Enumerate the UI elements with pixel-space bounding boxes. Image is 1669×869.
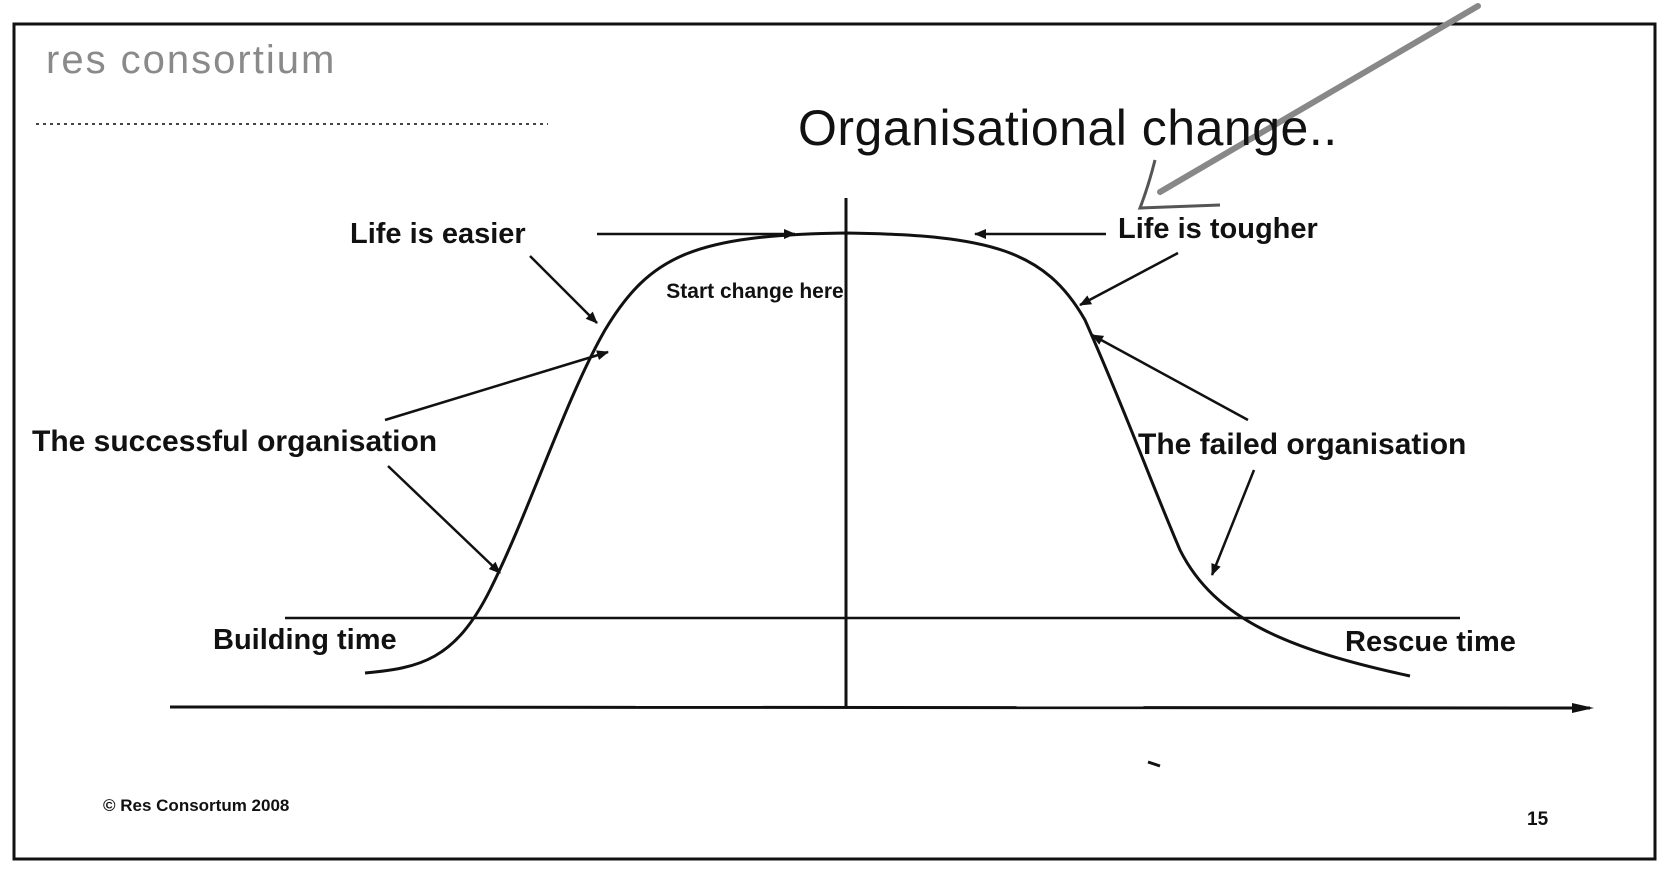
- arrow-failed-up: [1091, 333, 1249, 422]
- label-successful-organisation: The successful organisation: [32, 425, 438, 458]
- arrow-life-easier-to-curve: [529, 255, 598, 324]
- horizontal-axis-arrowhead: [1572, 703, 1594, 713]
- arrow-failed-down: [1210, 469, 1256, 576]
- slide-title: Organisational change..: [798, 100, 1338, 156]
- pen-annotation-arrow: [1157, 3, 1481, 195]
- horizontal-axis: [169, 705, 1591, 710]
- label-building-time: Building time: [213, 624, 397, 656]
- pen-annotation-check: [1137, 159, 1221, 210]
- arrow-successful-up: [384, 350, 609, 422]
- footer-copyright: © Res Consortum 2008: [103, 796, 290, 815]
- label-failed-organisation: The failed organisation: [1138, 428, 1467, 461]
- page-number: 15: [1527, 809, 1549, 830]
- arrow-successful-down: [387, 465, 501, 574]
- logo: res consortium: [46, 38, 337, 82]
- arrow-life-tougher-to-curve: [1079, 251, 1179, 307]
- label-life-tougher: Life is tougher: [1118, 213, 1318, 245]
- label-start-change: Start change here: [666, 280, 844, 303]
- stray-mark: [1147, 760, 1161, 768]
- label-rescue-time: Rescue time: [1345, 626, 1516, 658]
- slide-frame: [12, 22, 1657, 861]
- label-life-easier: Life is easier: [350, 218, 526, 250]
